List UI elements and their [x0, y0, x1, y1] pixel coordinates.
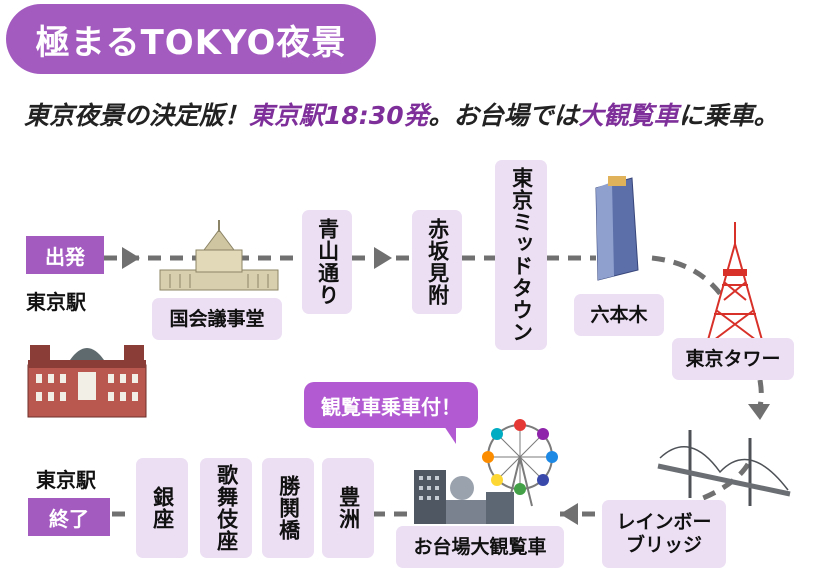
subtitle: 東京夜景の決定版！東京駅18:30発。お台場では大観覧車に乗車。 [24, 94, 814, 134]
arrow-icon [374, 247, 392, 269]
subtitle-part: に乗車。 [678, 101, 779, 130]
rainbow-bridge-icon [657, 430, 791, 506]
skyscraper-icon [595, 176, 639, 281]
tokyo-station-icon [27, 345, 147, 418]
stop-roppongi: 六本木 [574, 294, 664, 336]
stop-kachidoki: 勝鬨橋 [262, 458, 314, 558]
start-tag: 出発 [26, 236, 104, 274]
start-station-label: 東京駅 [26, 290, 86, 314]
subtitle-highlight: 大観覧車 [578, 101, 679, 130]
subtitle-part: 。お台場では [428, 101, 579, 130]
ferris-wheel-icon [482, 419, 558, 507]
stop-odaiba: お台場大観覧車 [396, 526, 564, 568]
stop-akasaka: 赤坂見附 [412, 210, 462, 314]
stop-kabukiza: 歌舞伎座 [200, 458, 252, 558]
end-station-label: 東京駅 [36, 468, 96, 492]
tokyo-tower-icon [707, 222, 763, 341]
arrow-icon [748, 404, 770, 420]
diet-building-icon [159, 220, 279, 291]
stop-toyosu: 豊洲 [322, 458, 374, 558]
stop-ginza: 銀座 [136, 458, 188, 558]
ferris-wheel-callout: 観覧車乗車付！ [304, 382, 478, 444]
stop-midtown: 東京ミッドタウン [495, 160, 547, 350]
end-tag: 終了 [28, 498, 110, 536]
stop-rainbow-bridge-line2: ブリッジ [625, 534, 702, 556]
stop-kokkai: 国会議事堂 [152, 298, 282, 340]
subtitle-part: 東京夜景の決定版！ [24, 101, 250, 130]
stop-rainbow-bridge-line1: レインボー [616, 511, 712, 534]
stop-rainbow-bridge: レインボー ブリッジ [602, 500, 726, 568]
stop-aoyama: 青山通り [302, 210, 352, 314]
odaiba-buildings-icon [414, 470, 514, 524]
page-title: 極まるTOKYO夜景 [6, 4, 376, 74]
stop-tokyo-tower: 東京タワー [672, 338, 794, 380]
arrow-icon [560, 503, 578, 525]
subtitle-highlight: 東京駅18:30発 [249, 101, 429, 130]
arrow-icon [122, 247, 140, 269]
